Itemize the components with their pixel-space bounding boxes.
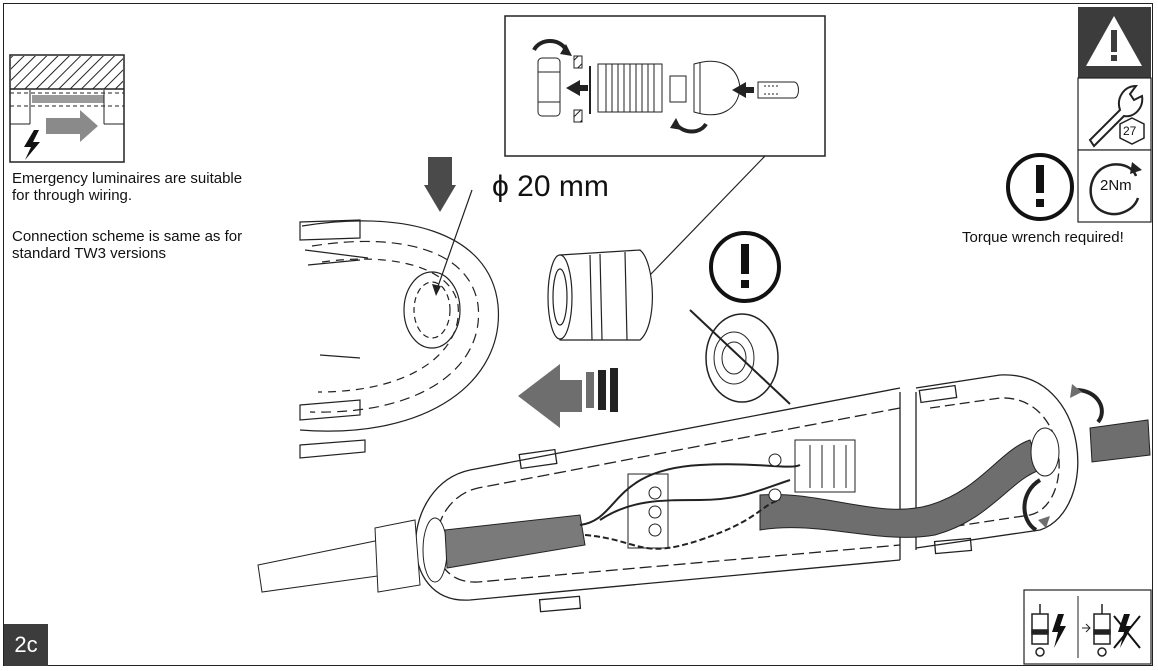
emergency-note-line2: for through wiring. xyxy=(12,187,133,204)
terminal-block xyxy=(627,439,856,549)
torque-arrow-icon xyxy=(1089,163,1140,216)
torque-wrench-note: Torque wrench required! xyxy=(962,229,1124,246)
hole-diameter-label: ϕ 20 mm xyxy=(492,170,609,203)
torque-panel xyxy=(1077,149,1152,223)
wrench-size-label: 27 xyxy=(1123,124,1137,138)
lightning-icon xyxy=(1052,614,1066,648)
wrench-panel xyxy=(1077,77,1152,151)
scheme-note-line2: standard TW3 versions xyxy=(12,245,166,262)
emergency-note: Emergency luminaires are suitable for th… xyxy=(12,170,297,204)
page-border xyxy=(3,3,1153,666)
cable-gland xyxy=(547,249,653,341)
blanking-plug-crossed xyxy=(689,309,791,405)
step-label: 2c xyxy=(4,624,48,666)
wrench-icon xyxy=(1088,84,1144,148)
scheme-note-line1: Connection scheme is same as for xyxy=(12,228,243,245)
drill-arrow-icon xyxy=(424,157,456,212)
end-cap-upper xyxy=(299,219,500,459)
emergency-note-line1: Emergency luminaires are suitable xyxy=(12,170,243,187)
torque-value-label: 2Nm xyxy=(1100,177,1132,194)
warning-panel xyxy=(1078,7,1151,78)
attention-icon xyxy=(709,231,781,303)
insert-direction-arrow xyxy=(518,364,618,428)
torque-attention-icon xyxy=(1006,153,1074,221)
connection-scheme-note: Connection scheme is same as for standar… xyxy=(12,228,297,262)
emergency-battery-icon xyxy=(1031,604,1111,657)
through-wiring-pictogram xyxy=(9,54,125,163)
lightning-icon xyxy=(24,130,40,160)
emergency-battery-panel xyxy=(1023,589,1152,665)
gland-detail-callout xyxy=(504,15,826,276)
